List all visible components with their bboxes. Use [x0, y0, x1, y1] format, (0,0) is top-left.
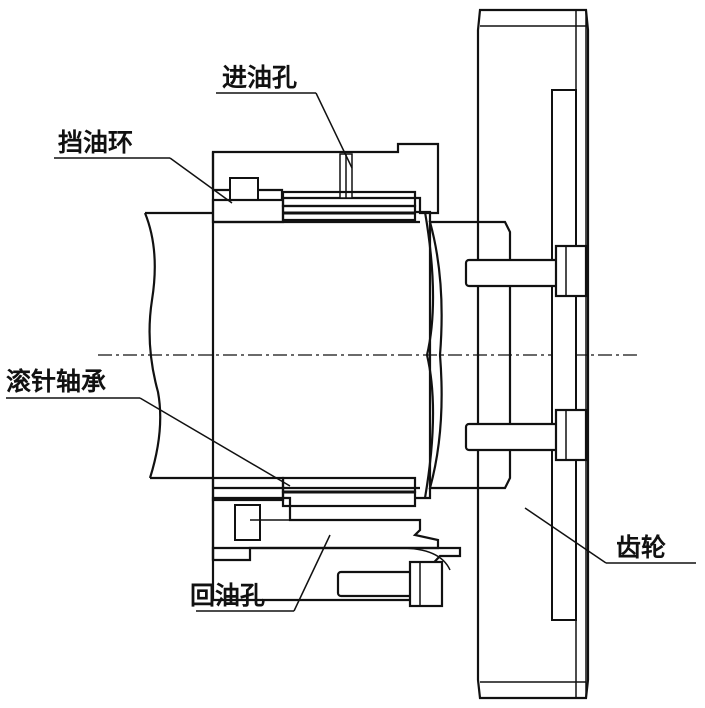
label-oil-inlet: 进油孔: [222, 63, 297, 92]
bearing-housing-top: [211, 142, 440, 215]
label-needle-bearing: 滚针轴承: [6, 367, 106, 396]
label-oil-ring: 挡油环: [58, 128, 133, 157]
label-gear: 齿轮: [616, 533, 666, 562]
gear-body: [476, 8, 590, 700]
shaft: [143, 211, 213, 480]
needle-bearing-bottom: [281, 476, 417, 508]
bolt-top: [464, 244, 588, 298]
bolt-middle: [464, 408, 588, 462]
bearing-housing-bottom: [211, 496, 440, 562]
label-oil-return: 回油孔: [190, 581, 265, 610]
leader-lines: [6, 92, 696, 612]
bolt-bottom: [336, 560, 444, 608]
gear-hub: [428, 220, 512, 490]
oil-ring-top: [211, 198, 285, 224]
